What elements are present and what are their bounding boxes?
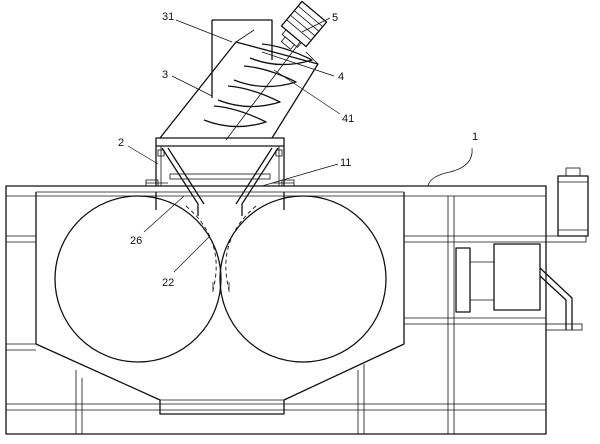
- label-26: 26: [130, 235, 142, 247]
- right-roller-guard: [225, 205, 257, 291]
- label-22: 22: [162, 277, 174, 289]
- label-41: 41: [342, 113, 354, 125]
- mounting-bolts: [145, 179, 295, 187]
- label-4: 4: [338, 71, 344, 83]
- left-roller-guard: [185, 205, 217, 291]
- leader-lines: [127, 17, 473, 273]
- label-2: 2: [118, 137, 124, 149]
- label-5: 5: [332, 12, 338, 24]
- screw-conveyor: [159, 19, 319, 141]
- feed-hopper: [155, 137, 285, 216]
- screw-flights: [203, 43, 313, 128]
- drive-motor: [280, 0, 328, 50]
- label-31: 31: [162, 11, 174, 23]
- left-deflector-plate: [161, 147, 205, 216]
- screw-shaft: [225, 41, 301, 141]
- label-11: 11: [340, 157, 351, 169]
- right-drive-assembly: [455, 167, 589, 331]
- right-roller: [219, 195, 387, 363]
- label-3: 3: [162, 69, 168, 81]
- main-frame: [5, 185, 547, 435]
- inlet-chute: [211, 19, 273, 98]
- conveyor-tube: [159, 41, 319, 139]
- crusher-housing: [35, 191, 405, 415]
- label-1: 1: [472, 131, 478, 143]
- left-roller: [54, 195, 222, 363]
- right-deflector-plate: [235, 147, 279, 216]
- crushing-rollers: [54, 195, 387, 363]
- part-labels: 31 5 3 4 41 2 1 11 26 22: [118, 11, 478, 289]
